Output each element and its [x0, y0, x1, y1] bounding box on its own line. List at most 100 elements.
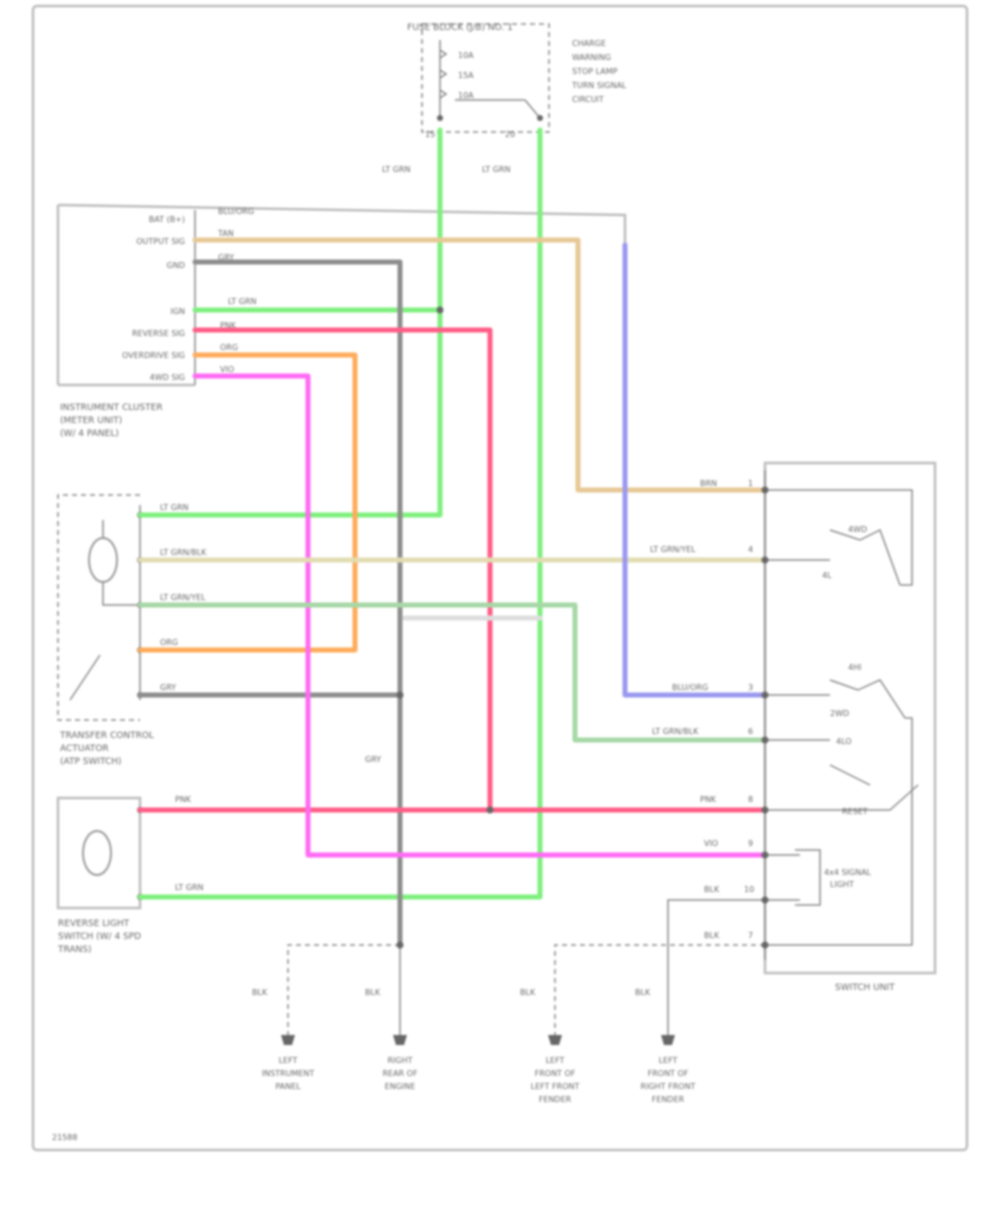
switch-position-label: 4LO	[836, 737, 852, 746]
fuse-circuit-label: CIRCUIT	[572, 95, 604, 104]
component-name: INSTRUMENT CLUSTER	[60, 403, 163, 413]
wire-color-label: GRY	[218, 253, 234, 262]
wire-blk	[667, 899, 765, 1035]
ground-location-label: FRONT OF	[535, 1069, 576, 1078]
fuse-block: FUSE BLOCK (J/B) NO. 1 10A 15A 10A CHARG…	[407, 23, 627, 139]
wire-lt-grn	[137, 127, 543, 900]
ground-location-label: FENDER	[652, 1095, 685, 1104]
switch-pin-label: 4	[748, 545, 753, 554]
component-name: TRANS)	[57, 945, 92, 955]
cluster-pin-label: OVERDRIVE SIG	[122, 351, 185, 360]
component-name: REVERSE LIGHT	[58, 919, 130, 929]
wire-blk	[554, 944, 765, 1035]
wire-color-label: BLK	[635, 988, 651, 997]
wires	[137, 127, 768, 1035]
component-name: SWITCH (W/ 4 SPD	[58, 932, 141, 942]
wire-color-label: BLU/ORG	[218, 207, 254, 216]
ground-engine: BLK RIGHT REAR OF ENGINE	[365, 988, 418, 1091]
component-name: SWITCH UNIT	[835, 983, 895, 993]
wire-gry	[192, 259, 403, 948]
figure-id: 21588	[52, 1133, 77, 1142]
switch-position-label: 4x4 SIGNAL	[824, 868, 872, 877]
wire-color-label: GRY	[160, 683, 176, 692]
switch-pin-label: 1	[748, 479, 753, 488]
wire-color-label: VIO	[704, 839, 718, 848]
switch-pin-label: 10	[744, 885, 754, 894]
wire-pnk	[192, 327, 493, 813]
fuse-amp-label: 10A	[458, 91, 474, 100]
ground-location-label: LEFT	[659, 1056, 678, 1065]
wire-blk	[287, 944, 400, 1035]
fuse-amp-label: 10A	[458, 51, 474, 60]
wire-color-label: BLK	[520, 988, 536, 997]
wire-color-label: PNK	[175, 795, 192, 804]
wire-tan	[192, 237, 768, 493]
wire-color-label: ORG	[220, 343, 238, 352]
cluster-pin-label: GND	[167, 261, 185, 270]
wire-color-label: LT GRN/BLK	[652, 727, 699, 736]
switch-pin-label: 8	[748, 795, 753, 804]
fuse-circuit-label: CHARGE	[572, 39, 606, 48]
wire-vio	[192, 373, 768, 858]
wire-color-label: LT GRN	[228, 297, 257, 306]
switch-unit: BRN LT GRN/YEL BLU/ORG LT GRN/BLK PNK VI…	[650, 461, 937, 993]
ground-location-label: INSTRUMENT	[262, 1069, 315, 1078]
fuse-block-title: FUSE BLOCK (J/B) NO. 1	[407, 23, 513, 33]
fuse-block-outline	[421, 23, 550, 133]
switch-pin-label: 7	[748, 931, 753, 940]
switch-position-label: 4WD	[848, 525, 867, 534]
ground-location-label: LEFT FRONT	[531, 1082, 580, 1091]
wire-color-label: ORG	[160, 638, 178, 647]
wire-color-label: TAN	[217, 229, 234, 238]
fuse-circuit-label: TURN SIGNAL	[571, 81, 627, 90]
diagram-frame	[31, 4, 969, 1152]
wire-color-label: LT GRN/YEL	[650, 545, 696, 554]
switch-position-label: RESET	[842, 807, 868, 816]
ground-location-label: RIGHT FRONT	[641, 1082, 696, 1091]
switch-position-label: 4L	[822, 571, 832, 580]
component-name: (W/ 4 PANEL)	[60, 429, 119, 439]
fuse-circuit-label: STOP LAMP	[572, 67, 618, 76]
fuse-circuit-label: WARNING	[572, 53, 611, 62]
wire-color-label: BRN	[700, 479, 717, 488]
wire-color-label: LT GRN	[160, 503, 189, 512]
ground-right-fender: BLK LEFT FRONT OF RIGHT FRONT FENDER	[635, 988, 696, 1104]
wire-color-label: PNK	[220, 321, 237, 330]
instrument-cluster: BAT (B+) OUTPUT SIG GND IGN REVERSE SIG …	[56, 203, 627, 439]
ground-location-label: PANEL	[275, 1082, 301, 1091]
wire-org	[137, 352, 358, 653]
cluster-pin-label: 4WD SIG	[150, 373, 185, 382]
switch-pin-label: 3	[748, 683, 753, 692]
cluster-pin-label: REVERSE SIG	[132, 329, 185, 338]
component-name: (ATP SWITCH)	[60, 757, 122, 767]
component-name: ACTUATOR	[60, 744, 109, 754]
switch-position-label: 4HI	[848, 663, 861, 672]
wire-color-label: BLK	[252, 988, 268, 997]
wire-color-label: LT GRN	[382, 165, 411, 174]
transfer-actuator: LT GRN LT GRN/BLK LT GRN/YEL ORG GRY TRA…	[57, 494, 207, 767]
reverse-light-switch: PNK LT GRN REVERSE LIGHT SWITCH (W/ 4 SP…	[56, 795, 204, 955]
switch-position-label: LIGHT	[830, 880, 854, 889]
ground-left-panel: BLK LEFT INSTRUMENT PANEL	[252, 988, 314, 1091]
fuse-pin-label: 15	[425, 130, 435, 139]
component-name: TRANSFER CONTROL	[59, 731, 154, 741]
cluster-pin-label: OUTPUT SIG	[136, 237, 185, 246]
wire-color-label: LT GRN/YEL	[160, 593, 206, 602]
wire-color-label: LT GRN/BLK	[160, 548, 207, 557]
cluster-pin-label: BAT (B+)	[149, 215, 185, 224]
wire-color-label: VIO	[220, 365, 234, 374]
ground-points: BLK LEFT INSTRUMENT PANEL BLK RIGHT REAR…	[252, 988, 696, 1104]
ground-location-label: FRONT OF	[648, 1069, 689, 1078]
ground-location-label: LEFT	[279, 1056, 298, 1065]
ground-location-label: REAR OF	[382, 1069, 417, 1078]
wire-color-label: BLU/ORG	[672, 683, 708, 692]
wire-color-label: PNK	[700, 795, 717, 804]
wire-color-label: BLK	[365, 988, 381, 997]
wire-lt-grn	[137, 127, 443, 518]
wire-color-label: LT GRN	[175, 883, 204, 892]
wire-color-label: LT GRN	[482, 165, 511, 174]
ground-location-label: LEFT	[546, 1056, 565, 1065]
ground-location-label: FENDER	[539, 1095, 572, 1104]
wire-color-label: BLK	[704, 931, 720, 940]
